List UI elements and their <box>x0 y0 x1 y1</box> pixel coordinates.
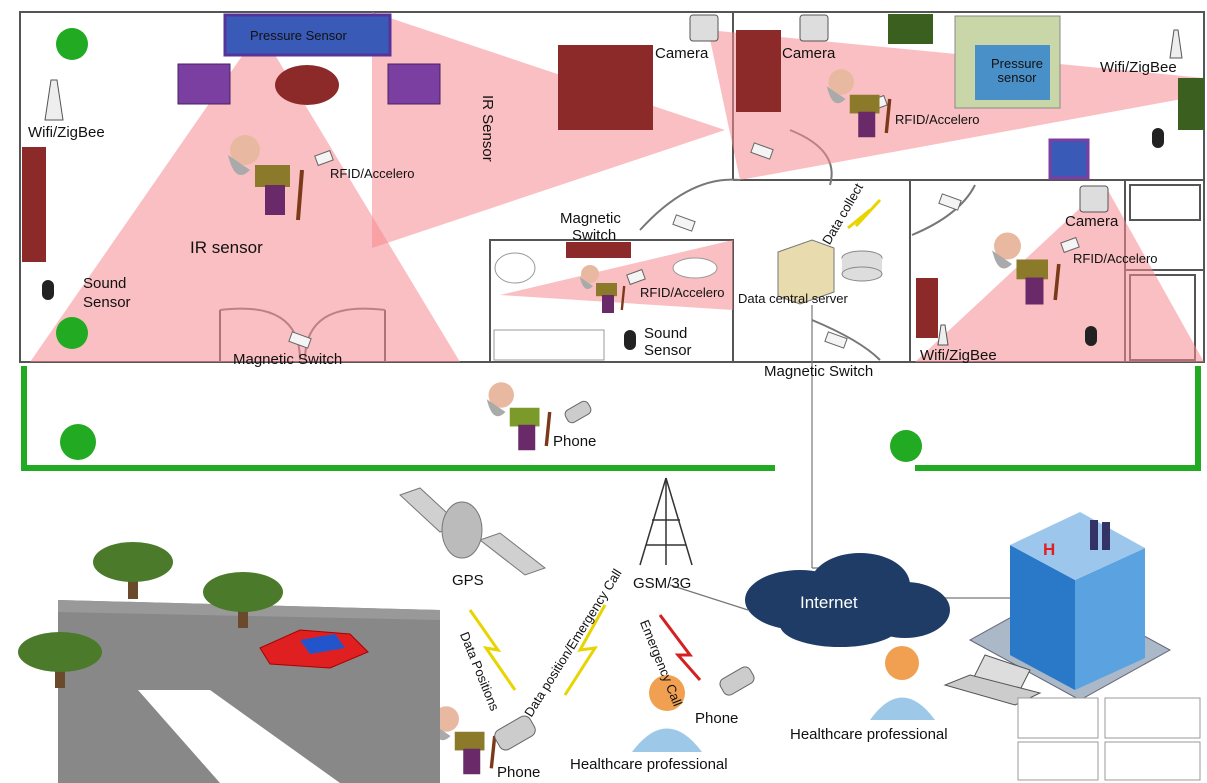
hospital <box>968 512 1172 701</box>
magnetic-switch-label-2: Magnetic Switch <box>233 351 343 368</box>
cameras <box>689 14 1109 213</box>
magnetic-switch-label-1-line1: Magnetic <box>560 210 621 227</box>
camera-label-3: Camera <box>1065 213 1119 230</box>
garden-hedge <box>21 366 1201 471</box>
magnetic-switch-label-3: Magnetic Switch <box>764 363 874 380</box>
report-charts <box>1017 697 1201 781</box>
wifi-label-2: Wifi/ZigBee <box>1100 59 1177 76</box>
rfid-label-2: RFID/Accelero <box>895 112 980 127</box>
ir-sensor-vertical-label: IR Sensor <box>479 95 496 162</box>
phone-label-1: Phone <box>553 433 597 450</box>
camera-label-1: Camera <box>655 45 709 62</box>
rfid-label-1: RFID/Accelero <box>330 166 415 181</box>
furniture <box>22 13 1204 361</box>
sound-sensor-label-2-line1: Sound <box>644 325 688 342</box>
sound-sensor-label-1-line1: Sound <box>83 275 127 292</box>
healthcare-professionals <box>632 646 935 752</box>
hospital-h-label: H <box>1043 540 1056 559</box>
gsm-label: GSM/3G <box>633 575 692 592</box>
rfid-label-3: RFID/Accelero <box>640 285 725 300</box>
gps-satellite <box>399 487 547 576</box>
internet-cloud <box>745 553 950 647</box>
wifi-antennas <box>44 29 1183 346</box>
ir-sensor-label: IR sensor <box>190 238 263 257</box>
bushes <box>56 28 922 462</box>
phone-label-2: Phone <box>695 710 739 727</box>
trees <box>18 542 283 688</box>
microphones <box>42 128 1164 350</box>
phones <box>494 400 755 751</box>
healthcare-professional-label-1: Healthcare professional <box>570 756 728 773</box>
rfid-label-4: RFID/Accelero <box>1073 251 1158 266</box>
laptop <box>943 654 1042 706</box>
healthcare-professional-label-2: Healthcare professional <box>790 726 948 743</box>
small-sensors <box>288 94 1080 349</box>
road <box>58 600 440 783</box>
sound-sensor-label-2-line2: Sensor <box>644 342 692 359</box>
wifi-label-1: Wifi/ZigBee <box>28 124 105 141</box>
data-central-server-label: Data central server <box>738 291 848 306</box>
pressure-sensor-label: Pressure Sensor <box>250 28 347 43</box>
phone-label-3: Phone <box>497 764 541 781</box>
magnetic-switch-label-1-line2: Switch <box>572 227 617 244</box>
internet-label: Internet <box>800 593 858 612</box>
sound-sensor-label-1-line2: Sensor <box>83 294 131 311</box>
data-server <box>777 198 883 305</box>
gsm-tower <box>639 477 693 566</box>
bed-pressure-sensor-label-line1: Pressure <box>990 56 1044 71</box>
gps-label: GPS <box>452 572 484 589</box>
wifi-label-3: Wifi/ZigBee <box>920 347 997 364</box>
camera-label-2: Camera <box>782 45 836 62</box>
bed-pressure-sensor-label-line2: sensor <box>997 70 1037 85</box>
lightning-bolts <box>468 604 702 696</box>
